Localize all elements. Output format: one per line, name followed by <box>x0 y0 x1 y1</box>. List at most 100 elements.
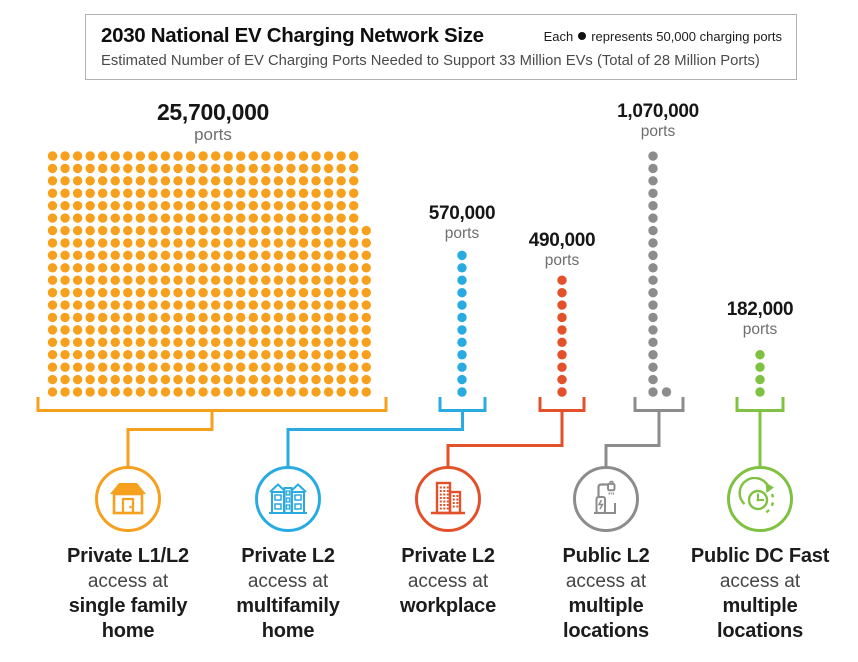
dot <box>135 300 146 310</box>
dot <box>148 362 158 372</box>
dot <box>85 188 95 198</box>
dot <box>311 200 321 211</box>
dot <box>236 238 246 248</box>
dot <box>60 300 70 310</box>
dot <box>198 300 208 310</box>
category-label-line: workplace <box>399 595 497 617</box>
dot <box>123 312 133 323</box>
dot <box>148 350 158 360</box>
dot <box>72 300 83 310</box>
dot <box>210 325 221 335</box>
dot <box>60 151 70 161</box>
dot <box>261 325 271 335</box>
dot <box>349 374 359 385</box>
category-label-line: locations <box>717 620 803 642</box>
category-icon-circle <box>573 466 639 532</box>
dot <box>185 387 196 397</box>
dot <box>273 188 284 198</box>
legend-prefix: Each <box>543 28 574 44</box>
dot <box>110 312 120 323</box>
dot <box>135 176 146 186</box>
dot <box>557 300 567 310</box>
dot <box>210 337 221 347</box>
dot <box>648 325 658 335</box>
dot <box>298 300 309 310</box>
dot <box>198 163 208 174</box>
dot <box>273 238 284 248</box>
dot <box>336 275 346 285</box>
dot <box>648 350 658 360</box>
dot <box>261 200 271 211</box>
dot <box>336 350 346 360</box>
dot <box>198 362 208 372</box>
dot <box>160 188 171 198</box>
dot <box>47 275 58 285</box>
dot <box>248 387 258 397</box>
dot <box>47 287 58 298</box>
dot <box>557 374 567 385</box>
dot <box>286 337 296 347</box>
dot <box>173 163 183 174</box>
dot <box>123 238 133 248</box>
dot <box>349 250 359 261</box>
dot <box>223 300 233 310</box>
dot <box>173 151 183 161</box>
dot <box>198 250 208 261</box>
dot <box>98 362 108 372</box>
dot <box>60 374 70 385</box>
dot <box>148 151 158 161</box>
dot <box>47 263 58 273</box>
dot <box>648 362 658 372</box>
dot <box>47 250 58 261</box>
dot <box>85 362 95 372</box>
dot <box>648 263 658 273</box>
dot <box>110 350 120 360</box>
connector-line <box>446 410 564 467</box>
category-label-line: multiple <box>568 595 644 617</box>
dot <box>298 362 309 372</box>
category-label-line: home <box>101 620 155 642</box>
dot <box>210 263 221 273</box>
dot <box>286 163 296 174</box>
dot <box>349 200 359 211</box>
dot <box>349 151 359 161</box>
dot <box>286 387 296 397</box>
dot <box>210 275 221 285</box>
dot <box>98 163 108 174</box>
dot <box>286 300 296 310</box>
dot <box>273 374 284 385</box>
dot <box>223 188 233 198</box>
dot <box>248 325 258 335</box>
dot <box>110 188 120 198</box>
dot <box>648 374 658 385</box>
ports-count: 570,000 <box>428 203 496 224</box>
dot <box>298 188 309 198</box>
dot <box>349 350 359 360</box>
dot <box>173 250 183 261</box>
dot <box>198 151 208 161</box>
dot <box>248 263 258 273</box>
dot <box>148 250 158 261</box>
category-label-line: access at <box>247 571 329 592</box>
dot <box>349 163 359 174</box>
dot <box>47 387 58 397</box>
dot <box>349 176 359 186</box>
header-title-row: 2030 National EV Charging Network Size E… <box>101 24 782 48</box>
dot <box>648 176 658 186</box>
dot <box>223 275 233 285</box>
dot <box>85 350 95 360</box>
dot <box>123 151 133 161</box>
dot <box>173 362 183 372</box>
dot <box>185 250 196 261</box>
dot <box>298 312 309 323</box>
dot <box>135 250 146 261</box>
dot <box>223 238 233 248</box>
dot <box>457 287 467 298</box>
dot <box>110 225 120 236</box>
dot <box>148 188 158 198</box>
dot <box>236 387 246 397</box>
